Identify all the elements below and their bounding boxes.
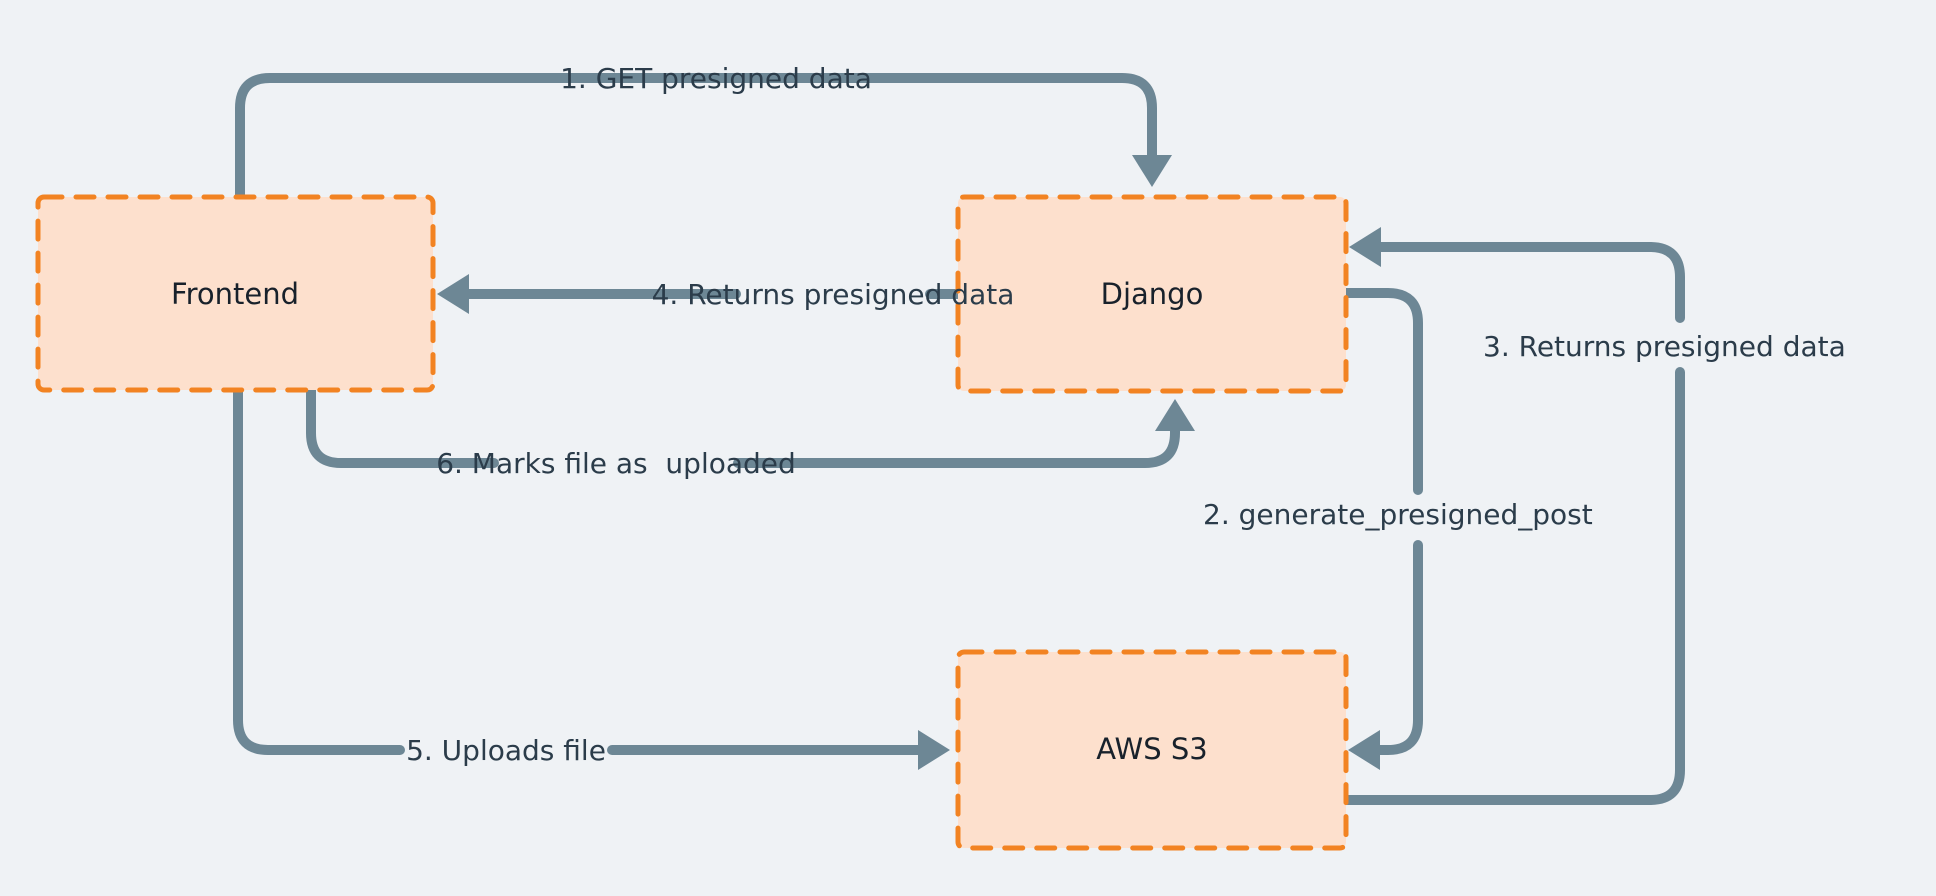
node-django-box[interactable] bbox=[955, 194, 1349, 394]
edge-1-arrowhead bbox=[1132, 155, 1172, 187]
edge-3-label: 3. Returns presigned data bbox=[1483, 330, 1846, 363]
edge-2-label: 2. generate_presigned_post bbox=[1203, 498, 1593, 531]
edge-3-arrowhead bbox=[1349, 227, 1381, 267]
edge-6-marks-file-as-uploaded bbox=[306, 385, 1195, 468]
node-aws-s3[interactable]: AWS S3 bbox=[955, 649, 1349, 851]
edge-4-label: 4. Returns presigned data bbox=[652, 278, 1015, 311]
edge-1-label: 1. GET presigned data bbox=[560, 62, 872, 95]
edge-6-path-b bbox=[733, 423, 1180, 468]
node-frontend-label: Frontend bbox=[171, 277, 299, 311]
edge-5-uploads-file bbox=[233, 385, 950, 770]
edge-2-path-b bbox=[1370, 540, 1423, 755]
edge-6-arrowhead bbox=[1155, 399, 1195, 431]
edge-2-generate-presigned-post bbox=[1340, 288, 1423, 770]
edge-6-label: 6. Marks file as uploaded bbox=[436, 447, 796, 480]
node-django[interactable]: Django bbox=[955, 194, 1349, 394]
node-django-label: Django bbox=[1101, 277, 1204, 311]
edge-5-path bbox=[233, 385, 405, 755]
node-aws-s3-box[interactable] bbox=[955, 649, 1349, 851]
edge-2-path bbox=[1340, 288, 1423, 495]
edge-1-get-presigned-data bbox=[235, 73, 1172, 202]
edge-5-label: 5. Uploads file bbox=[406, 734, 606, 767]
edge-4-returns-presigned-data bbox=[437, 274, 963, 314]
edge-2-arrowhead bbox=[1348, 730, 1380, 770]
edge-3-path bbox=[1340, 367, 1685, 805]
edge-4-arrowhead bbox=[437, 274, 469, 314]
node-frontend-box[interactable] bbox=[35, 194, 436, 393]
edge-3-returns-presigned-data bbox=[1340, 227, 1685, 805]
edge-3-path-b bbox=[1371, 242, 1685, 323]
node-aws-s3-label: AWS S3 bbox=[1096, 732, 1207, 766]
edge-5-arrowhead bbox=[918, 730, 950, 770]
node-frontend[interactable]: Frontend bbox=[35, 194, 436, 393]
edge-6-path bbox=[306, 385, 499, 468]
edge-1-path bbox=[235, 73, 1157, 202]
